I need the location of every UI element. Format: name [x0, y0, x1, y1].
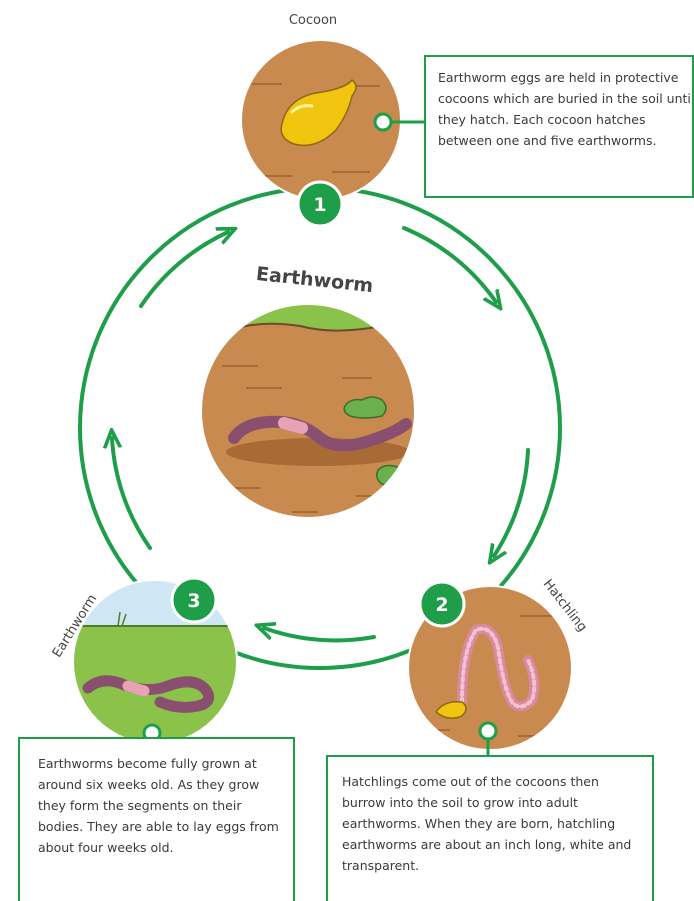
cocoon-connector-dot [375, 114, 391, 130]
arrow-right-side [494, 450, 528, 556]
center-earthworm-image [190, 290, 430, 530]
cocoon-info-box: Earthworm eggs are held in protective co… [424, 55, 694, 198]
arrow-adult-to-cocoon [141, 232, 228, 306]
earthworm-info-box: Earthworms become fully grown at around … [18, 737, 295, 901]
arrow-cocoon-to-hatchling [404, 228, 496, 302]
hatchling-connector-dot [480, 723, 496, 739]
cocoon-description: Earthworm eggs are held in protective co… [438, 67, 694, 151]
earthworm-description: Earthworms become fully grown at around … [38, 753, 287, 858]
arrow-hatchling-to-adult [264, 628, 374, 640]
center-title: Earthworm [255, 263, 374, 297]
hatchling-description: Hatchlings come out of the cocoons then … [342, 771, 644, 876]
hatchling-info-box: Hatchlings come out of the cocoons then … [326, 755, 654, 901]
stage-3-number: 3 [187, 590, 200, 612]
arrow-left-side [112, 438, 150, 548]
stage-2-number: 2 [435, 594, 448, 616]
stage-1-label: Cocoon [289, 13, 337, 28]
stage-1-number: 1 [313, 194, 326, 216]
